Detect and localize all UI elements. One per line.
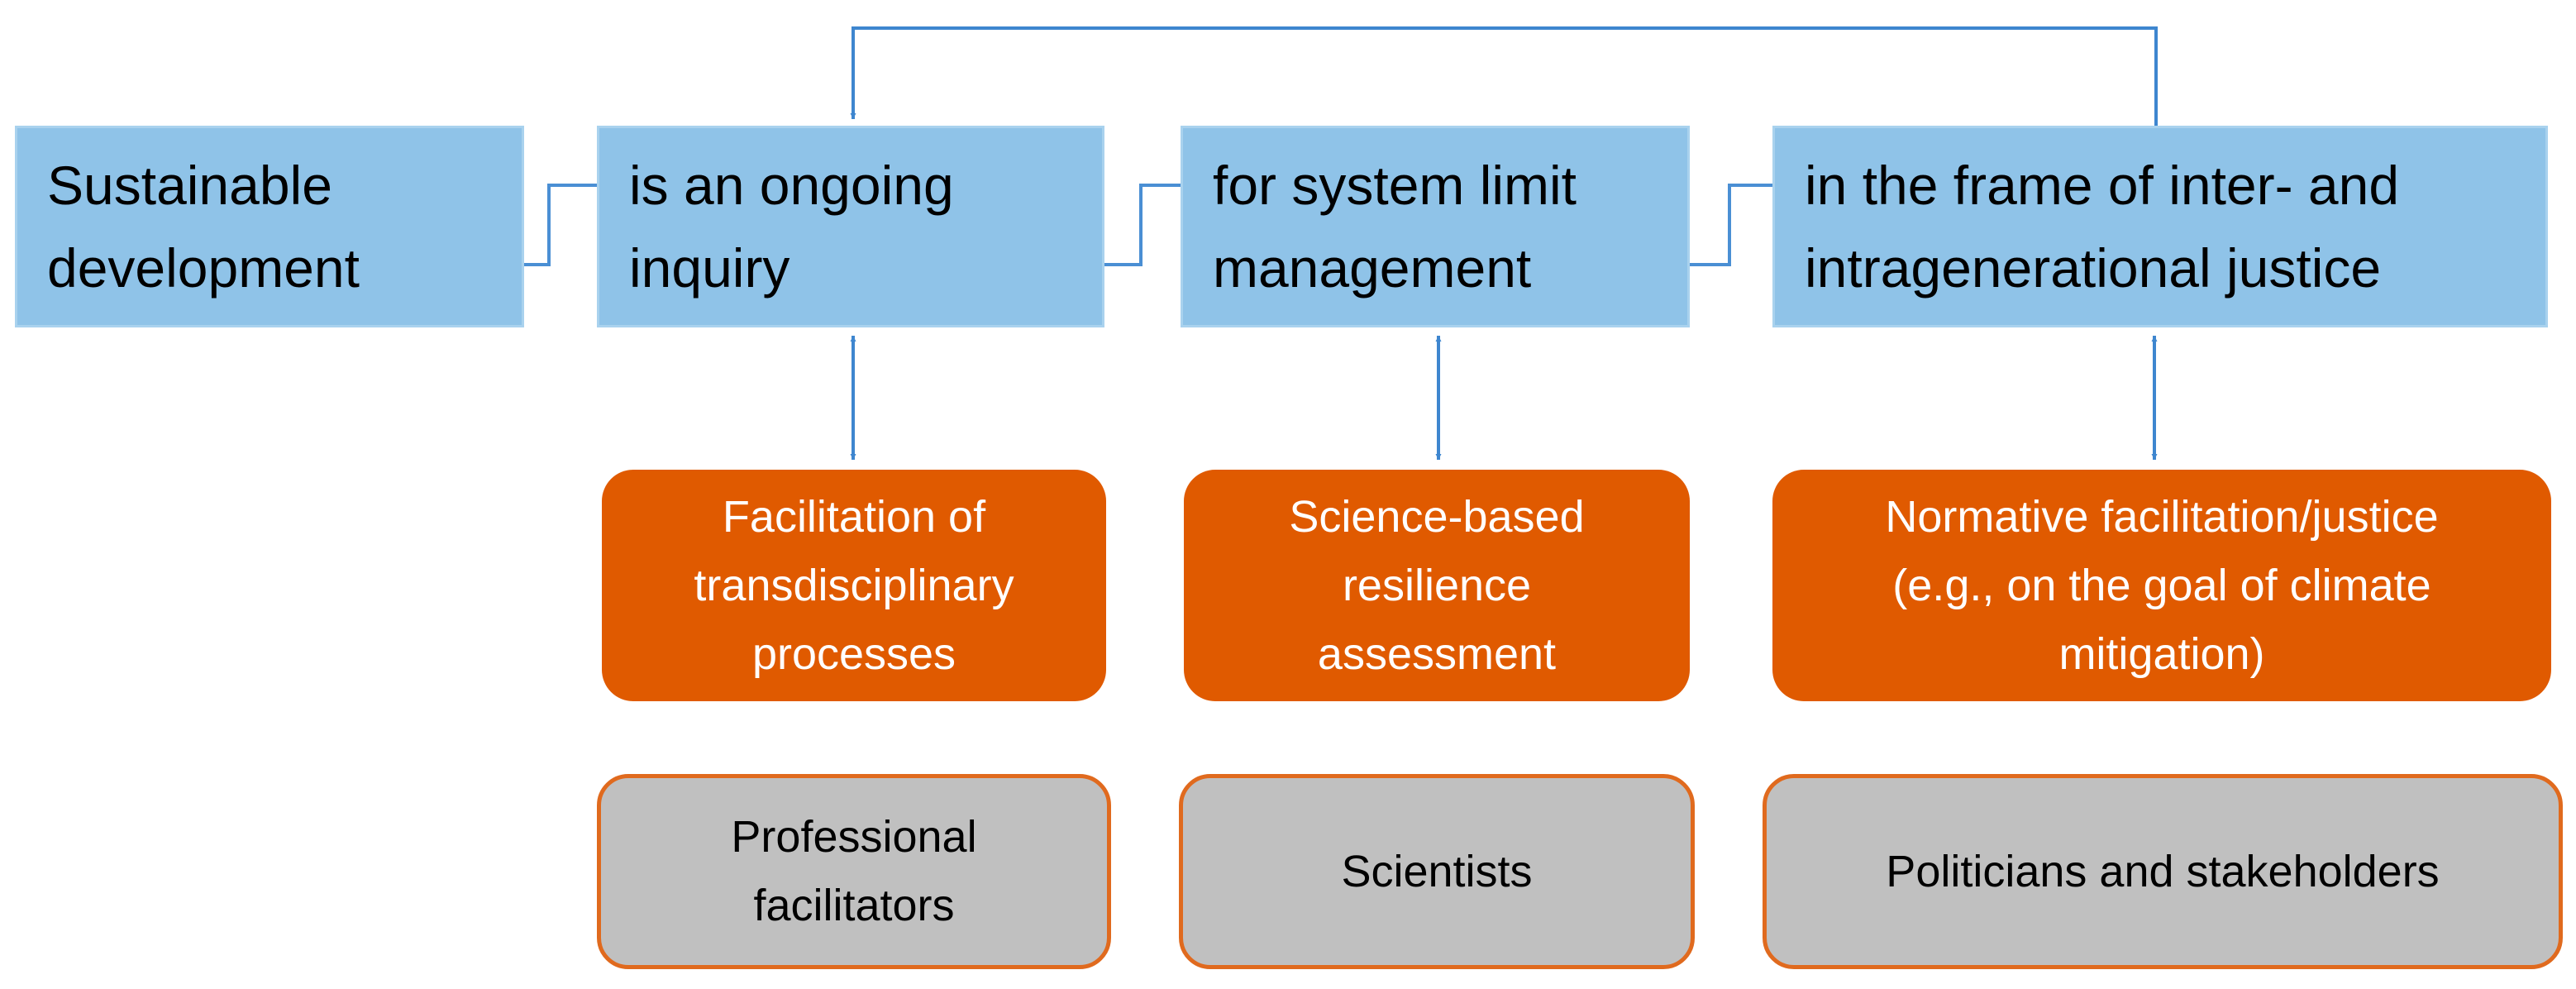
elbow-connector-1: [524, 184, 597, 266]
statement-box-justice-frame: in the frame of inter- and intragenerati…: [1772, 126, 2548, 327]
activity-text: Facilitation of transdisciplinary proces…: [694, 491, 1014, 679]
actor-box-scientists: Scientists: [1179, 774, 1695, 969]
activity-text: Science-based resilience assessment: [1289, 491, 1585, 679]
statement-text: is an ongoing inquiry: [629, 155, 954, 299]
elbow-connector-2: [1104, 184, 1181, 266]
actor-text: Politicians and stakeholders: [1886, 846, 2440, 896]
activity-box-facilitation: Facilitation of transdisciplinary proces…: [602, 470, 1106, 701]
actor-text: Scientists: [1341, 846, 1533, 896]
activity-box-normative-facilitation: Normative facilitation/justice (e.g., on…: [1772, 470, 2551, 701]
actor-box-professional-facilitators: Professional facilitators: [597, 774, 1111, 969]
actor-box-politicians-stakeholders: Politicians and stakeholders: [1763, 774, 2563, 969]
elbow-connector-3: [1690, 184, 1772, 266]
actor-text: Professional facilitators: [731, 812, 977, 930]
statement-box-ongoing-inquiry: is an ongoing inquiry: [597, 126, 1104, 327]
activity-box-resilience-assessment: Science-based resilience assessment: [1184, 470, 1690, 701]
feedback-loop-arrow: [850, 26, 2158, 126]
activity-text: Normative facilitation/justice (e.g., on…: [1885, 491, 2439, 679]
statement-box-system-limit-management: for system limit management: [1181, 126, 1690, 327]
statement-text: Sustainable development: [47, 155, 360, 299]
statement-text: for system limit management: [1213, 155, 1577, 299]
statement-box-sustainable-development: Sustainable development: [15, 126, 524, 327]
statement-text: in the frame of inter- and intragenerati…: [1805, 155, 2400, 299]
